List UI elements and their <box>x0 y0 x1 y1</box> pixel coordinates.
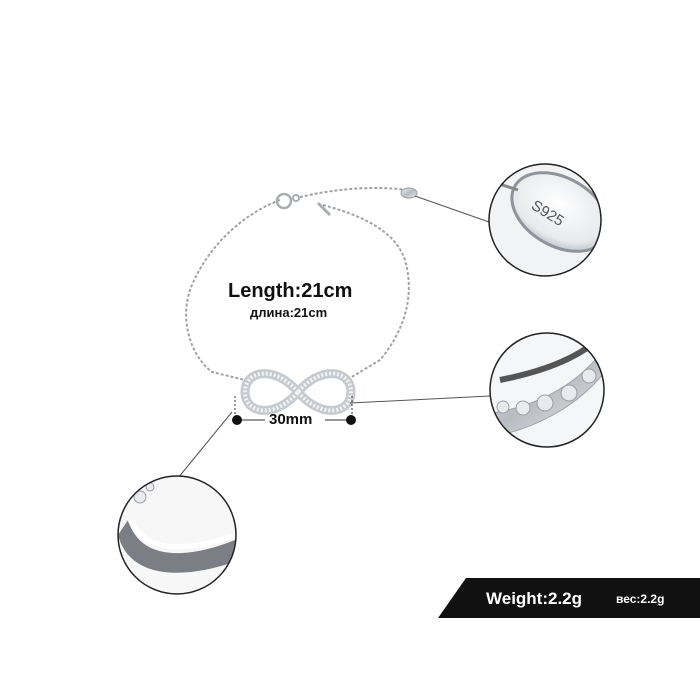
chain-tag <box>400 187 418 199</box>
tag-closeup <box>488 163 602 277</box>
length-label-ru: длина:21cm <box>250 305 328 320</box>
callout-lines <box>177 195 491 479</box>
clasp <box>275 192 332 217</box>
stones-closeup <box>489 332 605 448</box>
width-label: 30mm <box>269 411 313 428</box>
width-dimension <box>232 396 356 425</box>
length-label: Length:21cm <box>228 280 353 302</box>
infinity-pendant <box>240 369 356 415</box>
band-closeup <box>117 475 237 595</box>
weight-label-ru: вес:2.2g <box>616 592 665 606</box>
chain <box>185 186 410 381</box>
weight-label: Weight:2.2g <box>486 589 583 608</box>
weight-banner <box>438 578 700 618</box>
